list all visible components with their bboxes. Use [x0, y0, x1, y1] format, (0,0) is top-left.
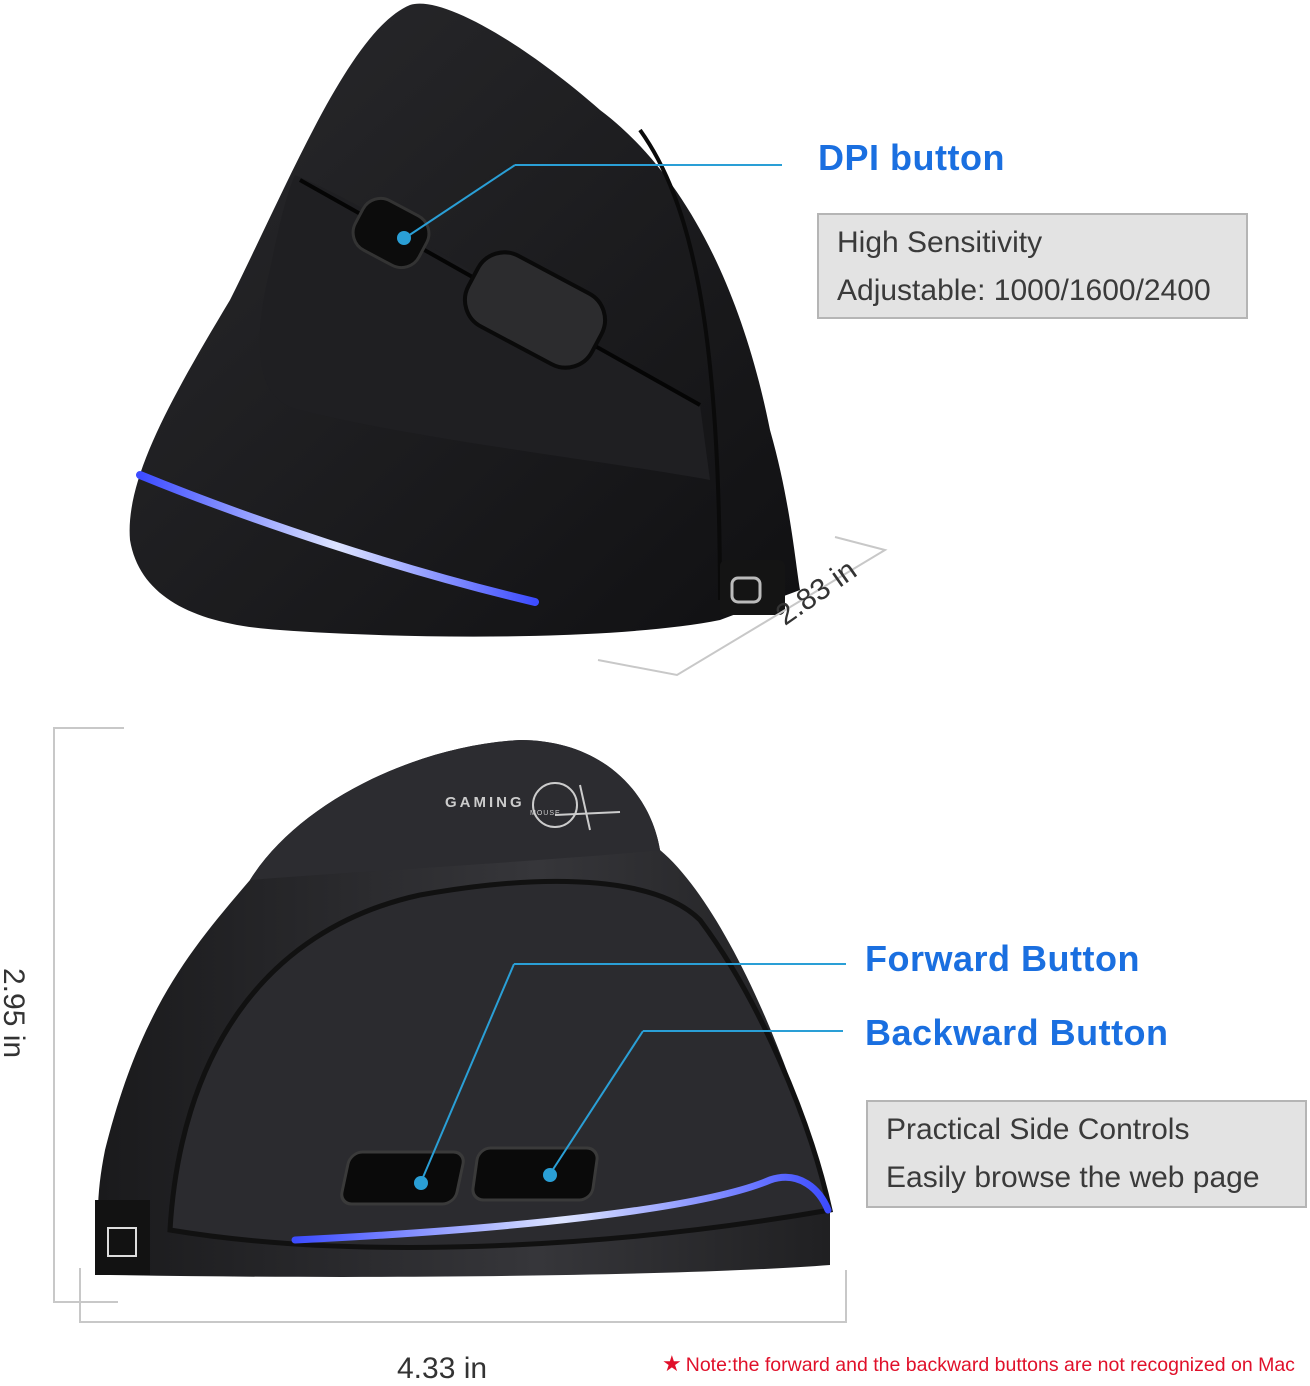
dpi-button-label: DPI button — [818, 137, 1005, 178]
dpi-info-line2: Adjustable: 1000/1600/2400 — [837, 274, 1211, 307]
side-info-line1: Practical Side Controls — [886, 1113, 1190, 1146]
width-dimension-label: 4.33 in — [397, 1352, 488, 1385]
backward-button-label: Backward Button — [865, 1012, 1169, 1053]
svg-text:MOUSE: MOUSE — [530, 810, 561, 817]
svg-text:GAMING: GAMING — [445, 794, 525, 811]
mac-compatibility-note: ★Note:the forward and the backward butto… — [662, 1351, 1295, 1377]
note-text: Note:the forward and the backward button… — [685, 1354, 1295, 1376]
bottom-mouse: GAMING MOUSE — [53, 727, 847, 1323]
dpi-info-box: High Sensitivity Adjustable: 1000/1600/2… — [817, 213, 1248, 319]
star-icon: ★ — [662, 1351, 682, 1376]
side-info-line2: Easily browse the web page — [886, 1161, 1260, 1194]
top-mouse — [129, 3, 888, 677]
height-dimension-label: 2.95 in — [0, 968, 30, 1059]
dpi-info-line1: High Sensitivity — [837, 226, 1043, 259]
forward-button-label: Forward Button — [865, 938, 1140, 979]
gaming-mouse-logo: GAMING MOUSE — [445, 782, 621, 831]
side-controls-info-box: Practical Side Controls Easily browse th… — [866, 1100, 1307, 1208]
